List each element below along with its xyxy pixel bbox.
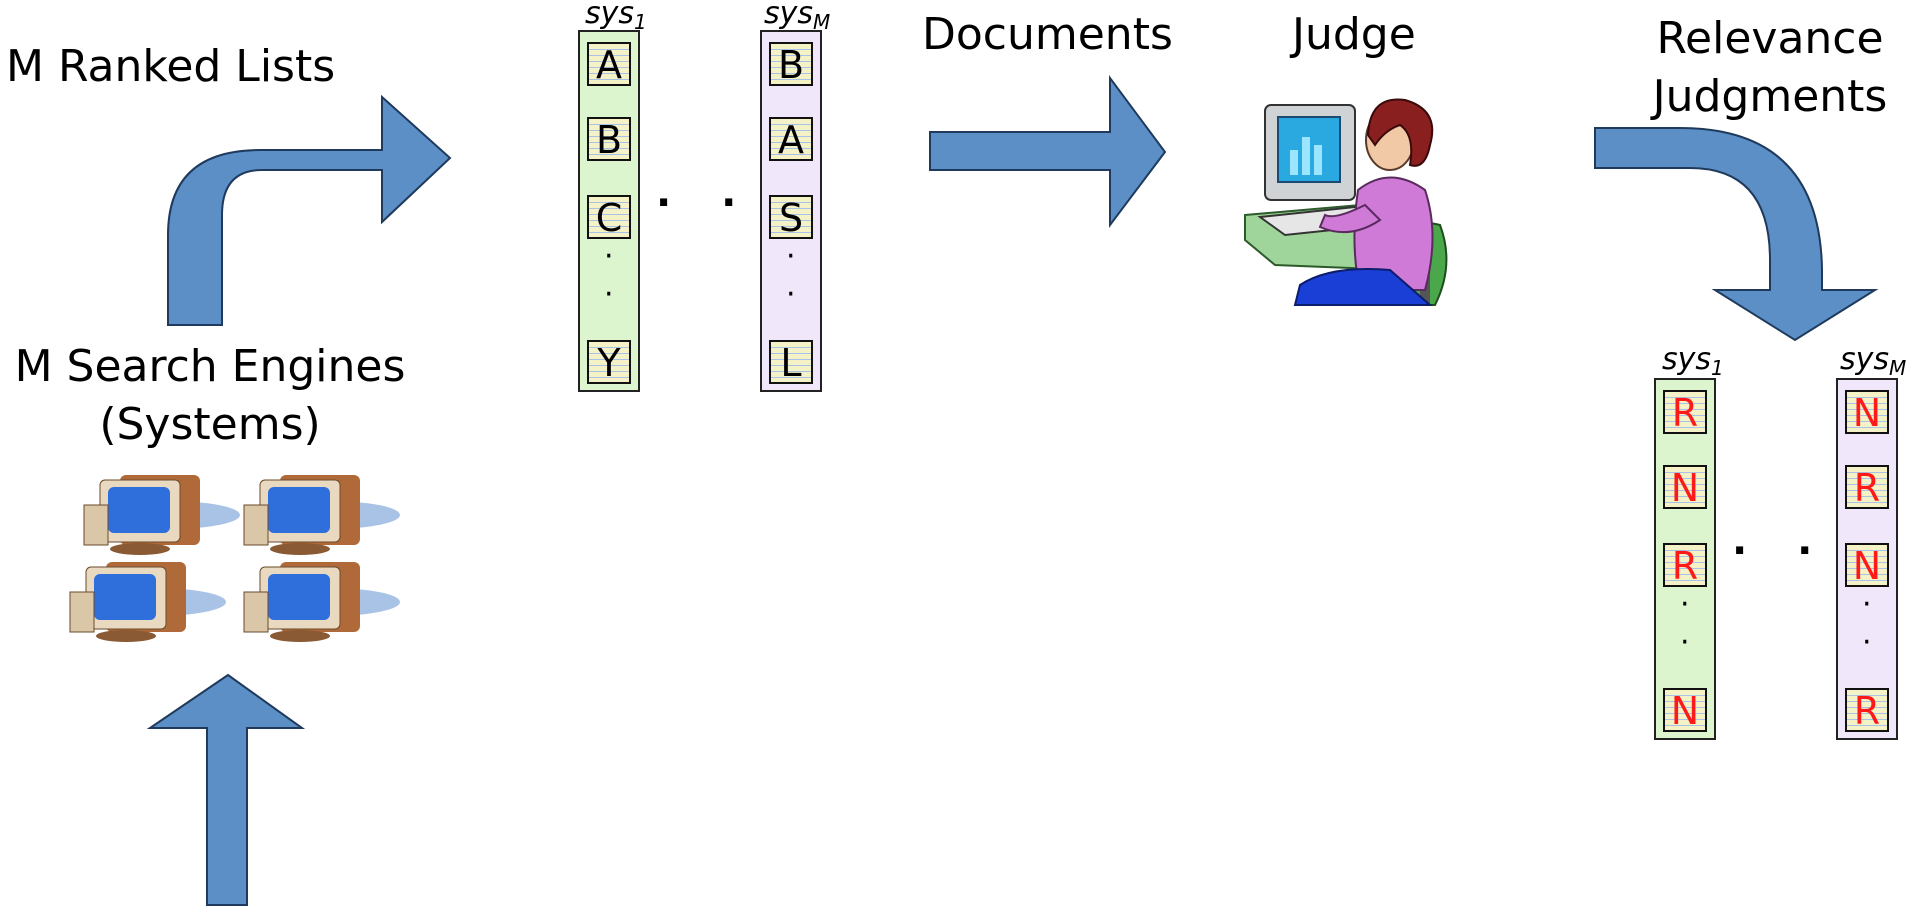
column-header-text: sys xyxy=(764,0,814,31)
relevance-label-line2: Judgments xyxy=(1652,71,1888,122)
documents-label: Documents xyxy=(922,9,1173,60)
judgment-item: N xyxy=(1845,543,1889,587)
judgment-item: N xyxy=(1663,688,1707,732)
vertical-dot: · xyxy=(1680,625,1690,660)
column-header-subscript: M xyxy=(1889,356,1907,380)
column-header-text: sys xyxy=(585,0,635,31)
documents-arrow-icon xyxy=(929,74,1167,228)
ranked-lists-label: M Ranked Lists xyxy=(6,41,336,92)
column-header-subscript: M xyxy=(813,10,831,34)
doc-item: C xyxy=(587,195,631,239)
query-up-arrow-icon xyxy=(146,673,306,906)
judgment-item: N xyxy=(1845,390,1889,434)
computer-icon xyxy=(83,475,240,555)
doc-item: Y xyxy=(587,340,631,384)
vertical-dot: · xyxy=(786,239,796,274)
relevance-label-line1: Relevance xyxy=(1656,13,1884,64)
judgment-item: R xyxy=(1663,543,1707,587)
vertical-dot: · xyxy=(604,277,614,312)
doc-item: A xyxy=(587,42,631,86)
judgment-item: R xyxy=(1845,688,1889,732)
ranked-list-sysM-header: sysM xyxy=(764,0,830,34)
search-engines-label-line2: (Systems) xyxy=(99,399,321,450)
computer-icon xyxy=(243,562,400,642)
judgment-list-sys1-header: sys1 xyxy=(1662,342,1724,380)
column-header-subscript: 1 xyxy=(1711,356,1724,380)
doc-item: B xyxy=(587,117,631,161)
doc-item: L xyxy=(769,340,813,384)
computer-icon xyxy=(243,475,400,555)
judgment-list-sys1: R N R · · N xyxy=(1654,378,1716,740)
column-header-text: sys xyxy=(1840,342,1890,377)
judgment-list-sysM: N R N · · R xyxy=(1836,378,1898,740)
vertical-dot: · xyxy=(1862,625,1872,660)
search-engines-label-line1: M Search Engines xyxy=(14,341,406,392)
relevance-arrow-icon xyxy=(1594,127,1879,342)
vertical-dot: · xyxy=(1862,587,1872,622)
ranked-lists-arrow-icon xyxy=(167,94,452,326)
vertical-dot: · xyxy=(604,239,614,274)
column-header-subscript: 1 xyxy=(634,10,647,34)
doc-item: A xyxy=(769,117,813,161)
judgment-item: N xyxy=(1663,465,1707,509)
judgment-item: R xyxy=(1845,465,1889,509)
judge-person-icon xyxy=(1244,98,1448,306)
doc-item: S xyxy=(769,195,813,239)
judge-label: Judge xyxy=(1292,9,1416,60)
ranked-list-sys1-header: sys1 xyxy=(585,0,647,34)
doc-item: B xyxy=(769,42,813,86)
computer-icon xyxy=(69,562,226,642)
column-header-text: sys xyxy=(1662,342,1712,377)
ranked-list-sysM: B A S · · L xyxy=(760,30,822,392)
ranked-list-sys1: A B C · · Y xyxy=(578,30,640,392)
vertical-dot: · xyxy=(786,277,796,312)
vertical-dot: · xyxy=(1680,587,1690,622)
judgment-item: R xyxy=(1663,390,1707,434)
judgment-list-sysM-header: sysM xyxy=(1840,342,1906,380)
